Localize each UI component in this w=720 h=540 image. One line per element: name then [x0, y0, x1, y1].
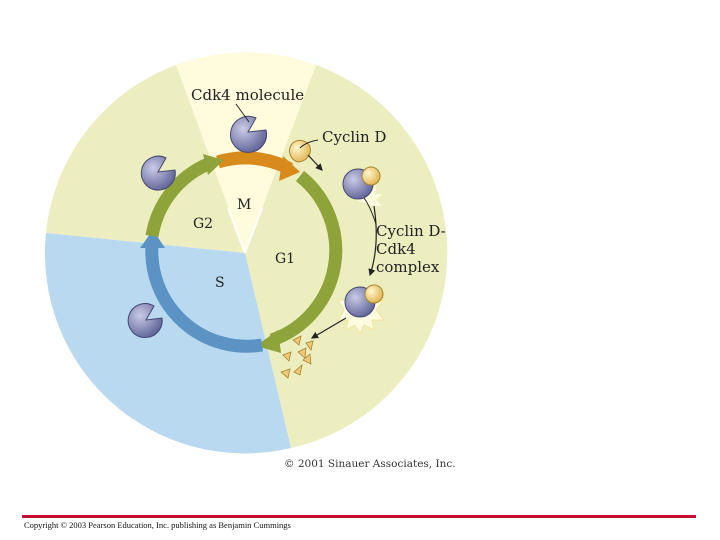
complex-label-line2: Cdk4	[376, 240, 416, 258]
m-g1-divider	[244, 207, 263, 254]
cdk4-molecule-label: Cdk4 molecule	[191, 86, 304, 104]
cyclin-d-cdk4-complex-2	[337, 283, 386, 336]
m-phase-arrowhead	[279, 156, 300, 181]
cyclin-d-cdk4-complex-1	[342, 166, 383, 206]
s-phase-arrowhead	[140, 230, 165, 248]
cdk4-molecule-s	[127, 303, 163, 338]
phase-g1-label: G1	[275, 251, 295, 267]
g1-phase-arrow	[269, 170, 343, 347]
complex-label-line3: complex	[376, 258, 440, 276]
g2-sector	[46, 65, 245, 253]
complex-activation-arrow	[368, 205, 377, 277]
phase-s-label: S	[215, 275, 225, 291]
publisher-credit: © 2001 Sinauer Associates, Inc.	[284, 458, 456, 470]
cdk4-molecule-g2	[140, 155, 176, 191]
phase-g2-label: G2	[193, 216, 213, 232]
cyclin-d-molecule	[289, 139, 311, 163]
cyclin-to-complex-arrow	[307, 154, 323, 171]
cyclin-d-label: Cyclin D	[322, 128, 386, 146]
complex-pointer	[363, 197, 377, 225]
degraded-cyclin-fragments	[280, 335, 314, 379]
cdk4-molecule-top	[230, 115, 268, 153]
phase-m-label: M	[237, 197, 251, 213]
cyclin-d-pointer	[299, 139, 319, 149]
complex-label-line1: Cyclin D-	[376, 222, 446, 240]
s-phase-arrow	[145, 244, 264, 353]
degradation-arrow	[310, 317, 347, 339]
m-g2-divider	[227, 207, 246, 254]
footer-rule	[22, 515, 696, 518]
g2-phase-arrow	[145, 158, 211, 238]
g2-phase-arrowhead	[203, 154, 224, 175]
footer-copyright: Copyright © 2003 Pearson Education, Inc.…	[24, 520, 291, 530]
s-sector	[44, 233, 291, 454]
cdk4-pointer-line	[235, 103, 250, 123]
